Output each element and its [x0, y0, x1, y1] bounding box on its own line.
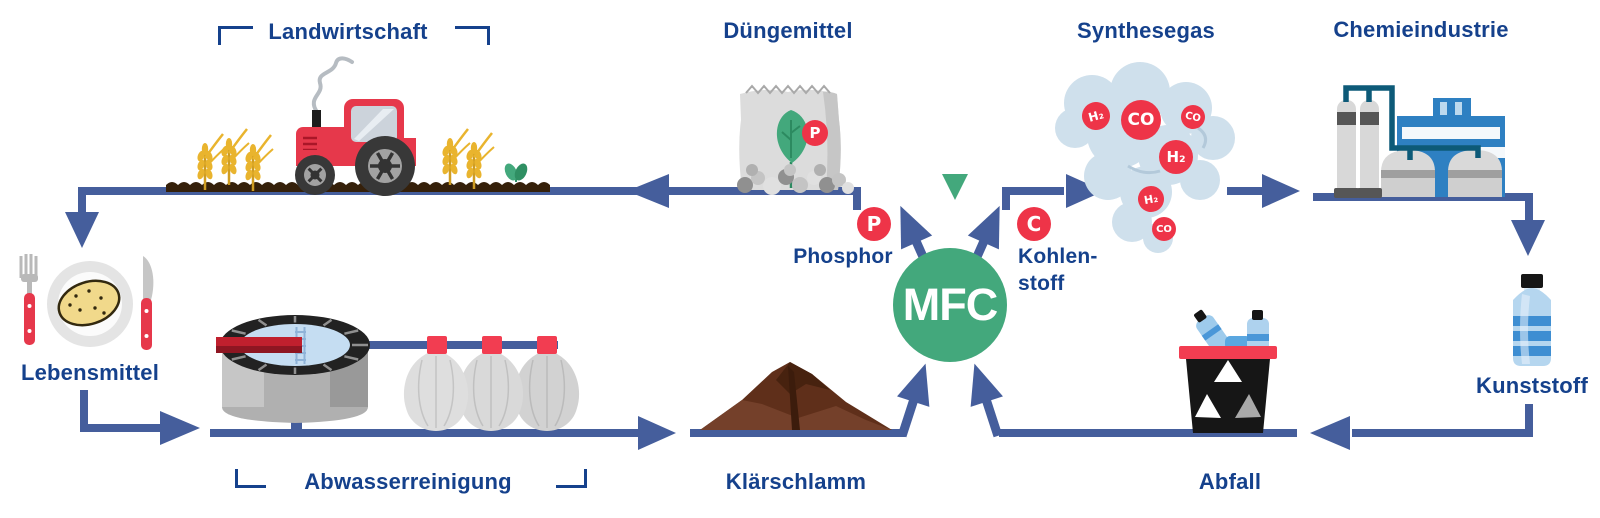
plastic-bottle-illustration	[1513, 274, 1551, 366]
mfc-pointer-triangle	[942, 174, 968, 200]
sewage-sludge-illustration	[700, 362, 892, 430]
label-duengemittel: Düngemittel	[723, 18, 853, 43]
label-kohlenstoff-line2: stoff	[1018, 272, 1065, 295]
label-abwasserreinigung: Abwasserreinigung	[304, 469, 512, 494]
gas-molecule-co-icon: CO	[1121, 100, 1161, 140]
label-synthesegas: Synthesegas	[1077, 18, 1215, 43]
label-lebensmittel: Lebensmittel	[20, 360, 160, 385]
bracket-abwasser-left	[235, 469, 266, 488]
label-abfall: Abfall	[1198, 469, 1262, 494]
wastewater-plant-illustration	[216, 315, 580, 431]
syngas-cloud-illustration	[1055, 62, 1235, 253]
flow-arrowheads	[65, 174, 1545, 450]
digester-bags	[403, 336, 580, 431]
bracket-landwirtschaft-right	[455, 26, 490, 45]
sprout-icon	[504, 163, 528, 182]
chemical-plant-illustration	[1334, 85, 1505, 198]
fertilizer-phosphor-badge: P	[802, 120, 828, 146]
phosphor-badge: P	[857, 207, 891, 241]
label-phosphor: Phosphor	[793, 245, 893, 268]
bracket-abwasser-right	[556, 469, 587, 488]
carbon-badge: C	[1017, 207, 1051, 241]
label-kohlenstoff: Kohlen- stoff	[1018, 243, 1098, 297]
tractor-illustration	[166, 56, 550, 196]
waste-bin-illustration	[1179, 309, 1277, 433]
gas-molecule-co-icon: CO	[1152, 217, 1176, 241]
fertilizer-bag-illustration	[737, 84, 854, 195]
recycle-icon	[1195, 360, 1261, 418]
label-kohlenstoff-line1: Kohlen-	[1018, 245, 1098, 268]
label-kunststoff: Kunststoff	[1476, 373, 1588, 398]
label-chemieindustrie: Chemieindustrie	[1333, 17, 1509, 42]
bracket-landwirtschaft-left	[218, 26, 253, 45]
label-landwirtschaft: Landwirtschaft	[268, 19, 428, 44]
food-plate-illustration	[19, 254, 154, 350]
label-klaerschlamm: Klärschlamm	[725, 469, 867, 494]
gas-molecule-h2-icon: H₂	[1159, 140, 1193, 174]
fertilizer-pebbles	[737, 164, 854, 195]
mfc-circle: MFC	[893, 248, 1007, 362]
